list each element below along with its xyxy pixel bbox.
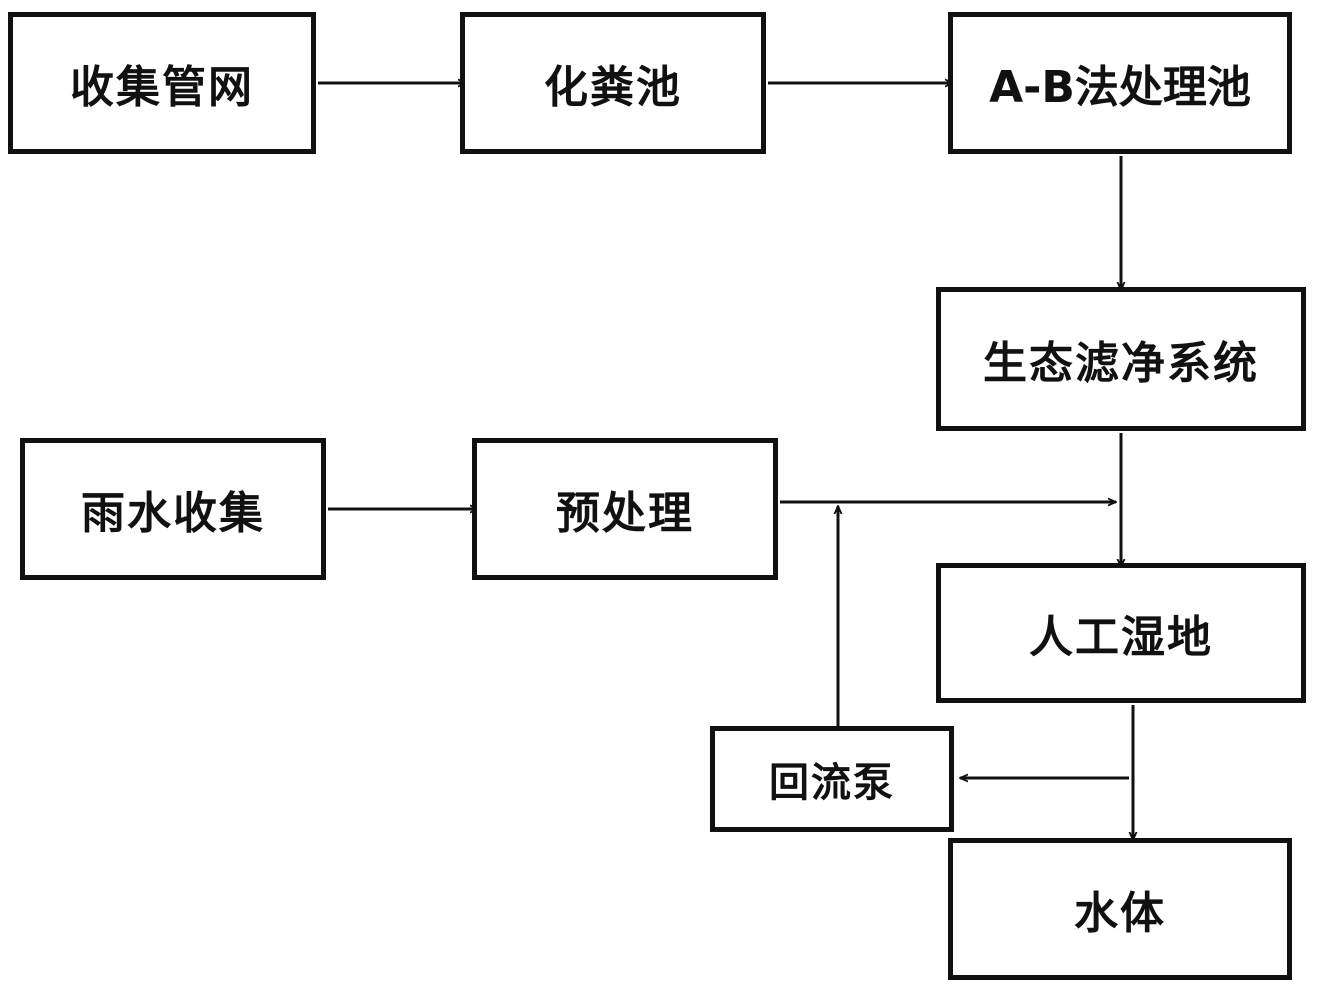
- water-body-node: 水体: [948, 838, 1292, 980]
- collection-network-label: 收集管网: [70, 62, 254, 113]
- pretreatment-node: 预处理: [472, 438, 778, 580]
- constructed-wetland-node: 人工湿地: [936, 563, 1306, 703]
- ecological-filter-node: 生态滤净系统: [936, 287, 1306, 431]
- collection-network-node: 收集管网: [8, 12, 316, 154]
- rainwater-collection-node: 雨水收集: [20, 438, 326, 580]
- constructed-wetland-label: 人工湿地: [1029, 612, 1213, 663]
- return-pump-node: 回流泵: [710, 726, 954, 832]
- rainwater-collection-label: 雨水收集: [81, 488, 265, 539]
- return-pump-label: 回流泵: [769, 760, 895, 806]
- water-body-label: 水体: [1074, 888, 1166, 939]
- ecological-filter-label: 生态滤净系统: [983, 338, 1259, 389]
- ab-process-tank-label: A-B法处理池: [989, 62, 1251, 113]
- septic-tank-label: 化粪池: [544, 62, 682, 113]
- ab-process-tank-node: A-B法处理池: [948, 12, 1292, 154]
- septic-tank-node: 化粪池: [460, 12, 766, 154]
- pretreatment-label: 预处理: [556, 488, 694, 539]
